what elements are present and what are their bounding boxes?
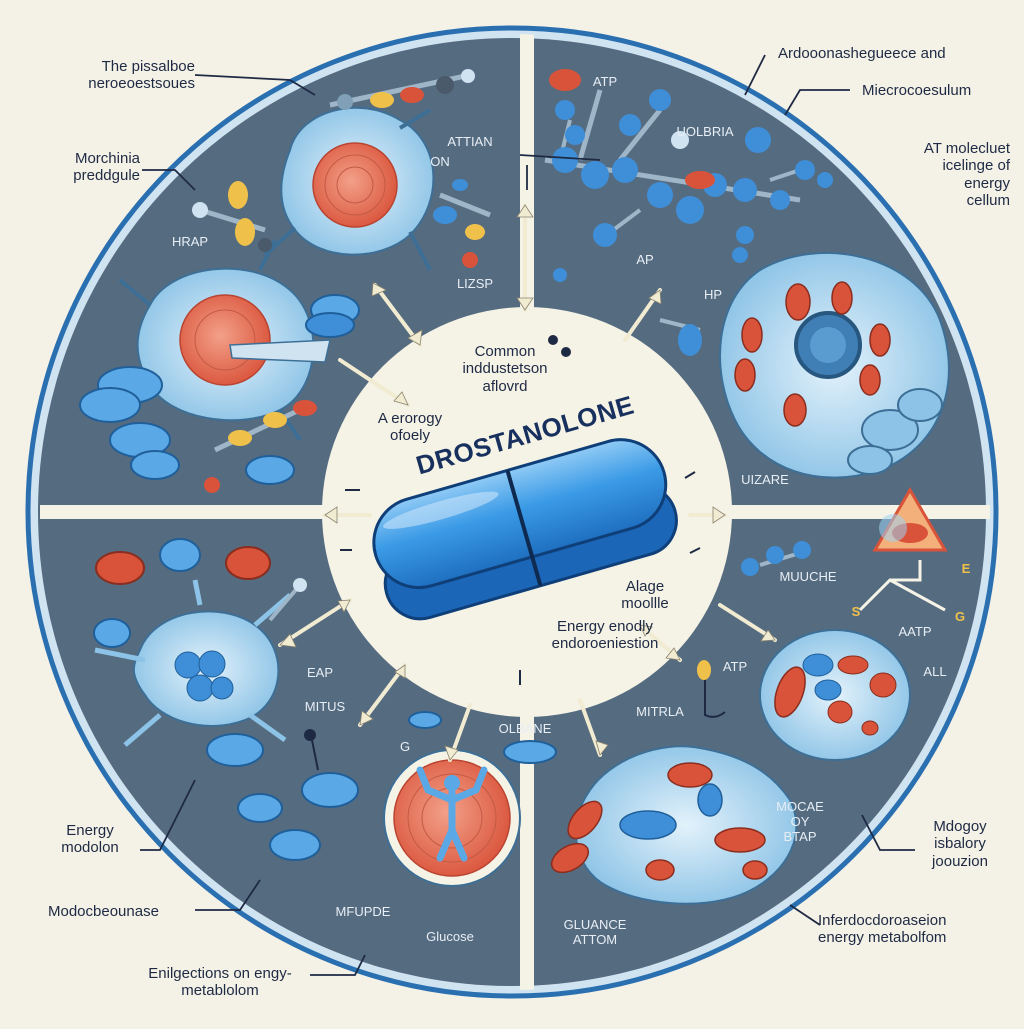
inner-label-atp-q2: ATP bbox=[592, 74, 618, 89]
outer-label-ardooona: Ardooonashegueece and bbox=[778, 45, 946, 62]
neuron-cell-icon bbox=[113, 239, 331, 442]
center-label-bottom: Energy enodly endoroeniestion bbox=[551, 618, 659, 653]
center-label-left: A erorogy ofoely bbox=[377, 410, 443, 445]
outer-label-enilgections: Enilgections on engy- metablolom bbox=[148, 965, 292, 1000]
inner-label-aatp: AATP bbox=[898, 624, 932, 639]
inner-label-mitus: MITUS bbox=[304, 699, 346, 714]
mitochondria-cell-icon bbox=[550, 745, 798, 905]
inner-label-gluance: GLUANCE ATTOM bbox=[563, 917, 627, 947]
neuron-cell-icon bbox=[263, 106, 435, 271]
outer-label-neuro: The pissalboe neroeoestsoues bbox=[88, 58, 195, 93]
inner-label-mitrla: MITRLA bbox=[636, 704, 684, 719]
pill-tablet-icon bbox=[93, 538, 557, 861]
mitochondria-cell-icon bbox=[759, 629, 911, 761]
center-ticks bbox=[340, 335, 701, 685]
center-label-top: Common inddustetson aflovrd bbox=[462, 343, 548, 395]
drostanolone-capsule-icon bbox=[372, 438, 678, 621]
outer-label-modocbeounase: Modocbeounase bbox=[48, 903, 159, 920]
warning-crystal-icon bbox=[872, 487, 948, 552]
inner-label-on: ON bbox=[430, 154, 450, 169]
molecule-chain-icon bbox=[268, 578, 319, 771]
molecule-chain-icon bbox=[192, 69, 491, 493]
center-label-right: Alage moollle bbox=[621, 578, 669, 613]
inner-label-s: S bbox=[851, 604, 861, 619]
mitochondria-cell-icon bbox=[719, 251, 950, 479]
inner-label-g-gold: G bbox=[954, 609, 966, 624]
pill-tablet-icon bbox=[79, 294, 360, 485]
inner-label-muuche: MUUCHE bbox=[779, 569, 837, 584]
inner-label-hrap: HRAP bbox=[171, 234, 209, 249]
inner-label-g: G bbox=[399, 739, 411, 754]
connector-lines bbox=[140, 54, 915, 976]
inner-label-e: E bbox=[961, 561, 971, 576]
inner-label-olbane: OLBANE bbox=[498, 721, 552, 736]
arrow-heads bbox=[279, 204, 776, 761]
outer-label-energy-modolon: Energy modolon bbox=[61, 822, 119, 857]
inner-label-mocae: MOCAE OY BTAP bbox=[776, 799, 824, 844]
outer-label-inferdoc: Inferdocdoroaseion energy metabolfom bbox=[818, 912, 947, 947]
outer-label-at-molecule: AT molecluet icelinge of energy cellum bbox=[923, 140, 1010, 209]
inner-label-uolbria: UOLBRIA bbox=[676, 124, 734, 139]
outer-label-mdogoy: Mdogoy isbalory joouzion bbox=[932, 818, 988, 870]
outer-label-morchinia: Morchinia preddgule bbox=[73, 150, 140, 185]
muscle-figure-icon bbox=[383, 749, 521, 887]
inner-label-eap: EAP bbox=[306, 665, 333, 680]
molecule-chain-icon bbox=[697, 541, 946, 718]
inner-label-ap: AP bbox=[636, 252, 654, 267]
inner-label-mfupde: MFUPDE bbox=[335, 904, 391, 919]
molecule-chain-icon bbox=[544, 69, 833, 356]
inner-label-hp: HP bbox=[703, 287, 723, 302]
inner-label-all: ALL bbox=[923, 664, 947, 679]
inner-label-lizsp: LIZSP bbox=[456, 276, 494, 291]
outer-label-miecro: Miecrocoesulum bbox=[862, 82, 972, 99]
inner-label-atp-q4: ATP bbox=[722, 659, 748, 674]
neuron-cell-icon bbox=[94, 579, 292, 747]
inner-label-uizare: UIZARE bbox=[741, 472, 789, 487]
inner-label-glucose: Glucose bbox=[426, 929, 474, 944]
inner-label-attian: ATTIAN bbox=[447, 134, 493, 149]
